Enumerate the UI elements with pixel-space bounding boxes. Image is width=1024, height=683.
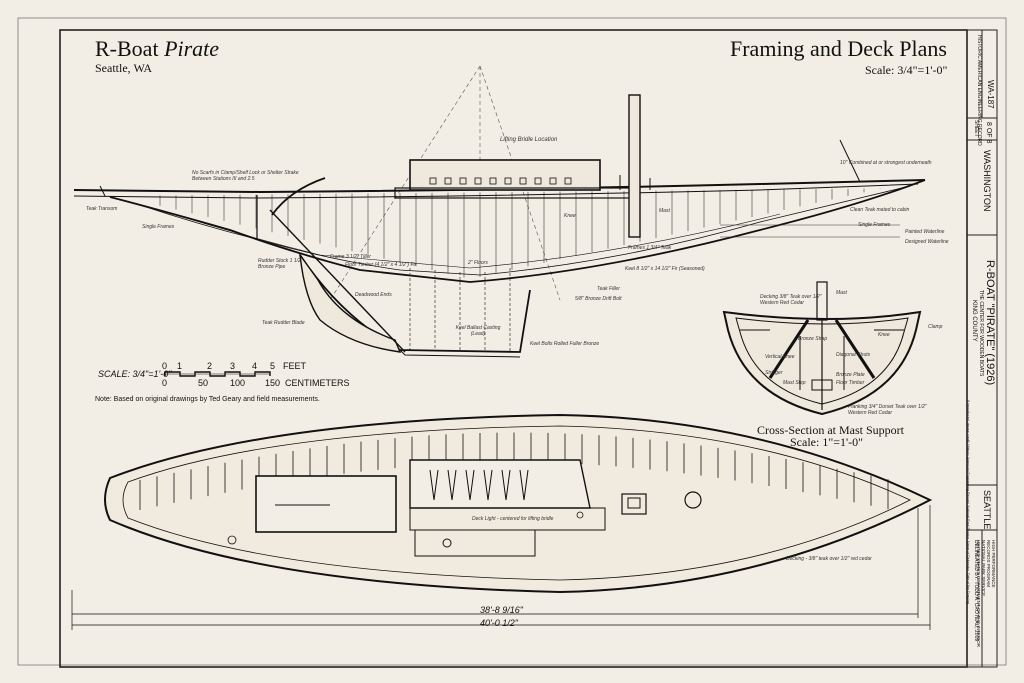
profile-view xyxy=(73,65,926,358)
cm-tick-100: 100 xyxy=(230,378,246,388)
page-title: R-Boat Pirate xyxy=(95,36,220,61)
tb-project-sub1: THE CENTER FOR WOODEN BOATS xyxy=(978,290,984,377)
label-frame-tiller: Frame 3 1/2" Tiller xyxy=(330,254,371,260)
tb-sheet-label: SHEET xyxy=(973,120,979,137)
label-single-frames-aft: Single Frames xyxy=(142,224,175,230)
plan-view xyxy=(71,413,933,630)
feet-unit: FEET xyxy=(283,361,307,371)
label-section-mast-step: Mast Step xyxy=(783,380,806,386)
label-section-mast: Mast xyxy=(836,290,847,296)
label-teak-rudder: Teak Rudder Blade xyxy=(262,320,305,326)
cm-tick-50: 50 xyxy=(198,378,209,388)
feet-tick-2: 2 xyxy=(207,361,213,371)
bar-scale xyxy=(164,371,271,377)
tb-project-sub2: KING COUNTY xyxy=(971,300,977,342)
label-section-diagonal: Diagonal Struts xyxy=(836,352,871,358)
feet-tick-5: 5 xyxy=(270,361,276,371)
cm-tick-150: 150 xyxy=(265,378,281,388)
feet-tick-3: 3 xyxy=(230,361,236,371)
label-section-floor-timber: Floor Timber xyxy=(836,380,865,386)
label-clamp-teak: Clean Teak mated to cabin xyxy=(850,207,910,213)
cm-tick-0: 0 xyxy=(162,378,168,388)
outer-border xyxy=(17,17,1007,666)
label-plan-decking: Decking - 3/8" teak over 1/2" red cedar xyxy=(786,556,872,562)
dimension-overall: 40'-0 1/2" xyxy=(480,618,518,628)
drawing-note: Note: Based on original drawings by Ted … xyxy=(95,396,320,403)
feet-tick-1: 1 xyxy=(177,361,183,371)
tb-fine-print: If reproduced, please credit: Historic A… xyxy=(966,400,970,605)
label-single-frames-fwd: Single Frames xyxy=(858,222,891,228)
title-block xyxy=(966,29,998,668)
label-keel-bolts: Keel Bolts Rolled Fuller Bronze xyxy=(530,341,600,347)
label-painted-waterline: Painted Waterline xyxy=(905,229,945,235)
label-deadwood: Deadwood Ends xyxy=(355,292,392,298)
label-rudder-stock: Rudder Stock 1 1/2" Bronze Pipe xyxy=(258,258,303,270)
tb-survey-no: WA-187 xyxy=(986,80,995,109)
bar-scale-label: SCALE: 3/4"=1'-0" xyxy=(98,369,172,379)
feet-tick-4: 4 xyxy=(252,361,258,371)
label-keel-ballast: Keel Ballast Casting (Lead) xyxy=(455,325,501,337)
tb-project-title: R-BOAT "PIRATE" (1926) xyxy=(984,260,996,386)
label-deck-light: Deck Light - centered for lifting bridle xyxy=(472,516,554,522)
cross-section-title: Cross-Section at Mast Support xyxy=(757,423,904,437)
label-keel-fir: Keel 8 1/2" x 14 1/2" Fir (Seasoned) xyxy=(625,266,705,272)
label-section-stringer: Stringer xyxy=(765,370,783,376)
label-section-vertical-knee: Vertical Knee xyxy=(765,354,795,360)
cross-section-view xyxy=(722,281,922,416)
label-mast: Mast xyxy=(659,208,670,214)
label-floors: 2" Floors xyxy=(468,260,488,266)
location-label: Seattle, WA xyxy=(95,61,153,75)
dimension-deck: 38'-8 9/16" xyxy=(480,605,523,615)
label-section-strap: Bronze Strap xyxy=(798,336,828,342)
sheet-scale: Scale: 3/4"=1'-0" xyxy=(865,63,948,77)
cm-unit: CENTIMETERS xyxy=(285,378,350,388)
label-knee: Knee xyxy=(564,213,576,219)
label-section-knee: Knee xyxy=(878,332,890,338)
label-section-clamp: Clamp xyxy=(928,324,943,330)
label-no-scarfs: No Scarfs in Clamp/Shelf Lock or Shelter… xyxy=(192,170,299,182)
label-section-decking: Decking 3/8" Teak over 1/2" Western Red … xyxy=(760,294,822,306)
label-frames-profile: Frames 1 3/4" Teak xyxy=(628,245,672,251)
label-bronze-drift: 5/8" Bronze Drift Bolt xyxy=(575,296,622,302)
feet-tick-0: 0 xyxy=(162,361,168,371)
label-designed-waterline: Designed Waterline xyxy=(905,239,949,245)
cross-section-scale: Scale: 1"=1'-0" xyxy=(790,435,864,449)
label-section-bronze-plate: Bronze Plate xyxy=(836,372,865,378)
label-lifting-bridle: Lifting Bridle Location xyxy=(500,137,558,143)
tb-sheet-number: 8 OF 8 xyxy=(985,122,992,144)
label-teak-transom: Teak Transom xyxy=(86,206,118,212)
tb-state: WASHINGTON xyxy=(982,150,992,212)
tb-city: SEATTLE xyxy=(982,490,992,530)
label-teak-filler: Teak Filler xyxy=(597,286,620,292)
sheet-title: Framing and Deck Plans xyxy=(730,36,947,61)
label-combined: 10" Combined at or strongest underneath xyxy=(840,160,932,166)
label-floor-timber: Floor Timber (4 1/2" x 4 1/2") Fir xyxy=(345,262,417,268)
label-section-planking: Planking 3/4" Dorset Teak over 1/2" West… xyxy=(848,404,927,416)
